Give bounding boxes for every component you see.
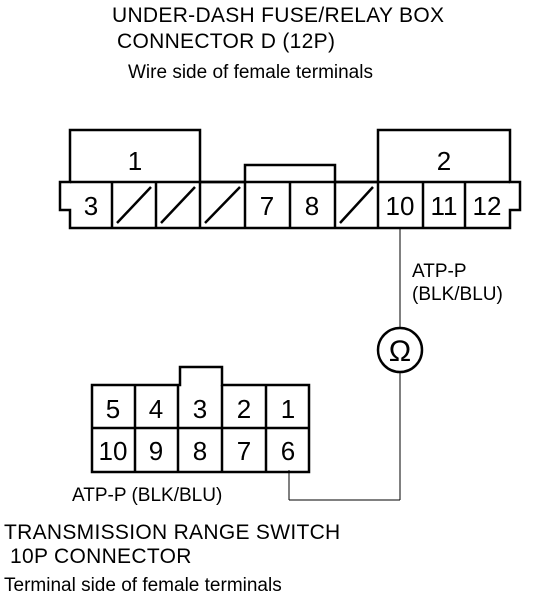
wire-label-right-line2: (BLK/BLU) bbox=[412, 284, 503, 305]
lower-terminal: 6 bbox=[281, 436, 295, 466]
lower-terminal: 4 bbox=[149, 394, 163, 424]
upper-connector-title-line1: UNDER-DASH FUSE/RELAY BOX bbox=[112, 4, 445, 27]
lower-connector-title-line1: TRANSMISSION RANGE SWITCH bbox=[4, 521, 341, 544]
lower-connector-subtitle: Terminal side of female terminals bbox=[4, 575, 282, 596]
lower-connector bbox=[90, 365, 311, 474]
upper-terminal: 3 bbox=[84, 191, 98, 221]
lower-terminal: 10 bbox=[99, 436, 128, 466]
group-label-right: 2 bbox=[437, 146, 451, 176]
empty-cavity-slash bbox=[160, 186, 196, 224]
upper-terminal: 11 bbox=[431, 191, 458, 221]
lower-wire-label: ATP-P (BLK/BLU) bbox=[72, 485, 223, 506]
upper-terminal: 7 bbox=[260, 191, 274, 221]
lower-terminal: 3 bbox=[193, 394, 207, 424]
lower-terminal: 2 bbox=[237, 394, 251, 424]
ohm-symbol: Ω bbox=[389, 335, 411, 368]
empty-cavity-slash bbox=[339, 186, 374, 224]
empty-cavity-slash bbox=[204, 186, 241, 224]
lower-terminal: 5 bbox=[106, 394, 120, 424]
empty-cavity-slash bbox=[116, 186, 152, 224]
ohmmeter-icon bbox=[376, 326, 424, 374]
lower-terminal: 7 bbox=[237, 436, 251, 466]
lower-terminal: 8 bbox=[193, 436, 207, 466]
upper-terminal: 8 bbox=[305, 191, 319, 221]
wire-label-right-line1: ATP-P bbox=[412, 261, 467, 282]
lower-connector-title-line2: 10P CONNECTOR bbox=[10, 545, 192, 568]
upper-connector-subtitle: Wire side of female terminals bbox=[128, 62, 373, 83]
lower-terminal: 1 bbox=[281, 394, 295, 424]
upper-terminal: 12 bbox=[473, 191, 502, 221]
test-wire bbox=[288, 228, 401, 501]
group-label-left: 1 bbox=[128, 146, 142, 176]
upper-connector bbox=[58, 128, 522, 230]
lower-terminal: 9 bbox=[149, 436, 163, 466]
upper-terminal: 10 bbox=[386, 191, 415, 221]
upper-connector-title-line2: CONNECTOR D (12P) bbox=[117, 30, 336, 53]
